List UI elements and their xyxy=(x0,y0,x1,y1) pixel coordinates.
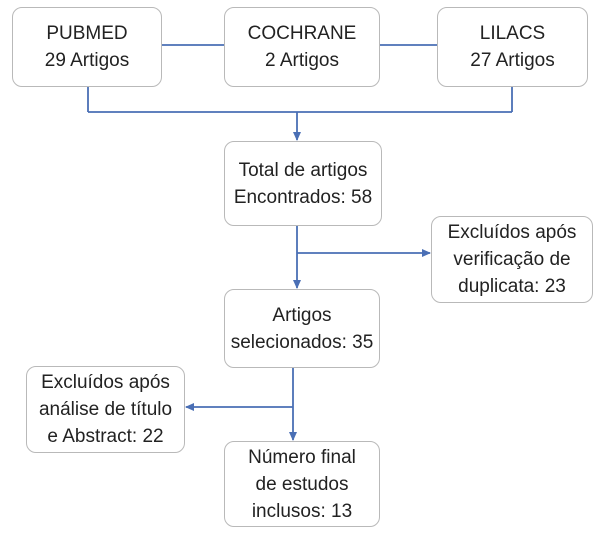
source-box-pubmed: PUBMED 29 Artigos xyxy=(12,7,162,87)
source-box-lilacs: LILACS 27 Artigos xyxy=(437,7,588,87)
final-studies-box: Número final de estudos inclusos: 13 xyxy=(224,441,380,527)
source-box-cochrane: COCHRANE 2 Artigos xyxy=(224,7,380,87)
excluded-title-line-1: Excluídos após xyxy=(41,372,170,393)
excluded-title-line-3: e Abstract: 22 xyxy=(47,426,164,447)
selected-label: Artigos xyxy=(272,304,332,326)
excluded-duplicates-line-3: duplicata: 23 xyxy=(458,276,566,297)
source-count: 2 Artigos xyxy=(265,50,339,71)
excluded-title-line-2: análise de título xyxy=(38,399,173,420)
selected-articles-box: Artigos selecionados: 35 xyxy=(224,289,380,368)
excluded-title-abstract-box: Excluídos após análise de título e Abstr… xyxy=(26,366,185,453)
selected-value: selecionados: 35 xyxy=(230,331,374,353)
total-found-box: Total de artigos Encontrados: 58 xyxy=(224,141,382,226)
source-name: COCHRANE xyxy=(247,23,357,44)
final-line-2: de estudos xyxy=(255,473,349,495)
total-value: Encontrados: 58 xyxy=(233,186,373,208)
source-name: LILACS xyxy=(479,23,546,44)
excluded-duplicates-box: Excluídos após verificação de duplicata:… xyxy=(431,216,593,303)
source-count: 29 Artigos xyxy=(44,50,130,71)
excluded-duplicates-line-1: Excluídos após xyxy=(447,222,577,243)
total-label: Total de artigos xyxy=(238,159,368,181)
final-line-1: Número final xyxy=(248,446,356,468)
excluded-duplicates-line-2: verificação de xyxy=(453,249,571,270)
source-name: PUBMED xyxy=(46,23,128,44)
source-count: 27 Artigos xyxy=(470,50,555,71)
final-line-3: inclusos: 13 xyxy=(251,500,353,522)
